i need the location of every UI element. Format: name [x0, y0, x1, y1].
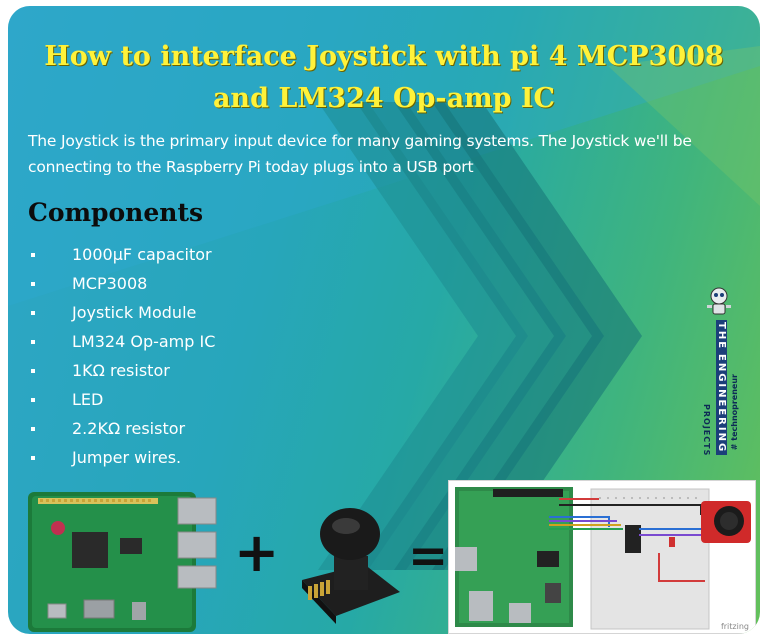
- page-title: How to interface Joystick with pi 4 MCP3…: [8, 36, 760, 120]
- list-item: LM324 Op-amp IC: [28, 329, 215, 358]
- list-item: 1000µF capacitor: [28, 242, 215, 271]
- list-item: MCP3008: [28, 271, 215, 300]
- bullet-icon: [31, 427, 35, 431]
- bullet-icon: [31, 398, 35, 402]
- raspberry-pi-board-image: [28, 492, 217, 632]
- bullet-icon: [31, 456, 35, 460]
- fritzing-credit: fritzing: [720, 622, 749, 631]
- components-list: 1000µF capacitor MCP3008 Joystick Module…: [28, 242, 215, 474]
- equals-sign: =: [408, 528, 449, 584]
- title-line-2: and LM324 Op-amp IC: [212, 83, 556, 114]
- robot-mascot-icon: [707, 287, 731, 315]
- components-heading: Components: [28, 198, 204, 227]
- list-item: 1KΩ resistor: [28, 358, 215, 387]
- list-item-label: 1000µF capacitor: [72, 245, 212, 264]
- list-item-label: 2.2KΩ resistor: [72, 419, 186, 438]
- circuit-diagram-image: fritzing: [448, 480, 756, 634]
- list-item-label: LED: [72, 390, 104, 409]
- list-item: Joystick Module: [28, 300, 215, 329]
- bullet-icon: [31, 340, 35, 344]
- bullet-icon: [31, 369, 35, 373]
- brand-projects-text: PROJECTS: [702, 404, 711, 457]
- bullet-icon: [31, 253, 35, 257]
- intro-paragraph: The Joystick is the primary input device…: [28, 132, 692, 176]
- joystick-module-image: [302, 508, 400, 624]
- list-item-label: MCP3008: [72, 274, 148, 293]
- poster-card: How to interface Joystick with pi 4 MCP3…: [8, 6, 760, 634]
- brand-engineering-text: ENGINEERING: [716, 352, 727, 456]
- plus-sign: +: [234, 521, 280, 584]
- bullet-icon: [31, 311, 35, 315]
- engineering-projects-logo: THE ENGINEERING PROJECTS # technopreneur: [692, 286, 742, 466]
- bullet-icon: [31, 282, 35, 286]
- list-item-label: 1KΩ resistor: [72, 361, 170, 380]
- list-item: LED: [28, 387, 215, 416]
- brand-the-text: THE: [716, 320, 727, 353]
- list-item-label: Jumper wires.: [72, 448, 182, 467]
- list-item-label: Joystick Module: [72, 303, 197, 322]
- title-line-1: How to interface Joystick with pi 4 MCP3…: [44, 41, 724, 72]
- list-item: Jumper wires.: [28, 445, 215, 474]
- list-item-label: LM324 Op-amp IC: [72, 332, 216, 351]
- circuit-wiring: [455, 487, 751, 630]
- list-item: 2.2KΩ resistor: [28, 416, 215, 445]
- chevron-background: [8, 6, 760, 570]
- brand-tag-text: # technopreneur: [730, 374, 739, 451]
